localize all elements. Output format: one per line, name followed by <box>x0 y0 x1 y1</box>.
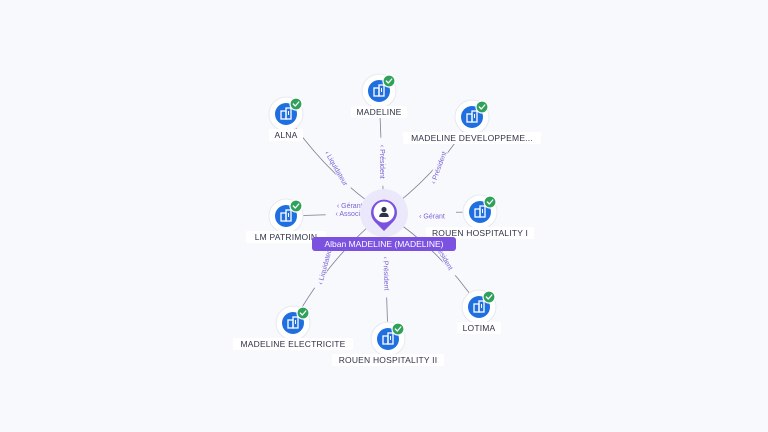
node-label: ROUEN HOSPITALITY I <box>432 228 528 238</box>
svg-text:‹ Président: ‹ Président <box>381 256 389 290</box>
node-label-background <box>332 354 444 366</box>
node-label: MADELINE DEVELOPPEME... <box>411 133 533 143</box>
verified-check-icon <box>483 195 497 209</box>
company-node-madeline-elec[interactable]: MADELINE ELECTRICITE <box>233 305 353 350</box>
building-icon <box>280 209 292 222</box>
company-nodes: ALNA MADELINE MADELINE DEVELOPPEME... LM PA… <box>233 73 541 366</box>
company-node-alna[interactable]: ALNA <box>268 96 304 141</box>
node-label-background <box>269 129 303 141</box>
building-icon <box>373 84 385 97</box>
svg-text:‹ Président: ‹ Président <box>430 151 448 185</box>
building-icon <box>473 300 485 313</box>
verified-check-icon <box>289 199 303 213</box>
verified-check-icon <box>382 74 396 88</box>
node-label: ALNA <box>274 130 297 140</box>
center-person-node[interactable]: Alban MADELINE (MADELINE) <box>312 189 456 251</box>
node-label: LOTIMA <box>463 323 496 333</box>
building-icon <box>474 205 486 218</box>
company-node-madeline[interactable]: MADELINE <box>351 73 407 118</box>
center-label: Alban MADELINE (MADELINE) <box>324 239 443 249</box>
node-label: MADELINE <box>356 107 401 117</box>
relation-label-pr-sident: ‹ Président <box>426 143 450 192</box>
node-label-background <box>246 231 326 243</box>
node-label-background <box>403 132 541 144</box>
svg-text:‹ Associé: ‹ Associé <box>335 211 364 218</box>
company-node-rouen-1[interactable]: ROUEN HOSPITALITY I <box>426 194 534 239</box>
center-label-background <box>312 237 456 251</box>
building-icon <box>280 107 292 120</box>
company-node-madeline-dev[interactable]: MADELINE DEVELOPPEME... <box>403 99 541 144</box>
node-label-background <box>426 227 534 239</box>
company-node-lm-patrimoine[interactable]: LM PATRIMOIN <box>246 198 326 243</box>
building-icon <box>287 316 299 329</box>
relation-label-g-rant: ‹ Gérant <box>408 211 456 221</box>
verified-check-icon <box>289 97 303 111</box>
building-icon <box>382 332 394 345</box>
verified-check-icon <box>475 100 489 114</box>
relation-label-liquidateur: ‹ Liquidateur <box>321 145 353 191</box>
node-label: MADELINE ELECTRICITE <box>240 339 345 349</box>
node-label-background <box>457 322 501 334</box>
company-node-rouen-2[interactable]: ROUEN HOSPITALITY II <box>332 321 444 366</box>
svg-text:‹ Président: ‹ Président <box>378 145 385 179</box>
svg-text:‹ Liquidateur: ‹ Liquidateur <box>323 150 349 188</box>
relation-label-g-rant: ‹ Gérant <box>325 201 374 210</box>
relation-label-associ: ‹ Associé <box>325 209 374 218</box>
node-label: LM PATRIMOIN <box>255 232 318 242</box>
person-icon <box>379 206 389 217</box>
node-label: ROUEN HOSPITALITY II <box>339 355 438 365</box>
verified-check-icon <box>482 290 496 304</box>
node-label-background <box>233 338 353 350</box>
relation-label-pr-sident: ‹ Président <box>378 137 387 186</box>
svg-text:‹ Gérant: ‹ Gérant <box>337 203 363 210</box>
relation-label-pr-sident: ‹ Président <box>381 249 392 298</box>
svg-text:‹ Gérant: ‹ Gérant <box>419 214 445 221</box>
verified-check-icon <box>391 322 405 336</box>
node-label-background <box>351 106 407 118</box>
company-node-lotima[interactable]: LOTIMA <box>457 289 501 334</box>
building-icon <box>466 110 478 123</box>
verified-check-icon <box>296 306 310 320</box>
